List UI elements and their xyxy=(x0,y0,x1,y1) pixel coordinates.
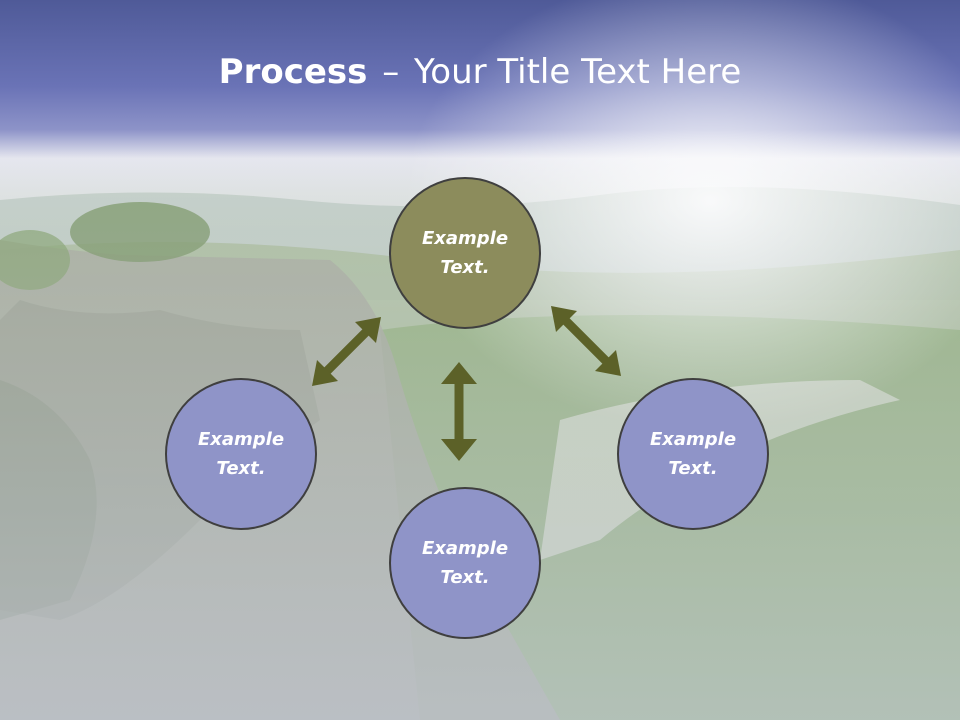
node-left: Example Text. xyxy=(165,378,317,530)
title-rest-part: Your Title Text Here xyxy=(414,52,742,92)
node-bottom-text: Example Text. xyxy=(421,538,509,588)
node-top: Example Text. xyxy=(389,177,541,329)
node-left-text: Example Text. xyxy=(197,429,285,479)
node-bottom: Example Text. xyxy=(389,487,541,639)
title-bold-part: Process xyxy=(218,52,368,92)
node-top-text: Example Text. xyxy=(421,228,509,278)
title-separator: – xyxy=(382,52,400,92)
node-right-text: Example Text. xyxy=(649,429,737,479)
node-right: Example Text. xyxy=(617,378,769,530)
slide-title: Process – Your Title Text Here xyxy=(0,52,960,92)
